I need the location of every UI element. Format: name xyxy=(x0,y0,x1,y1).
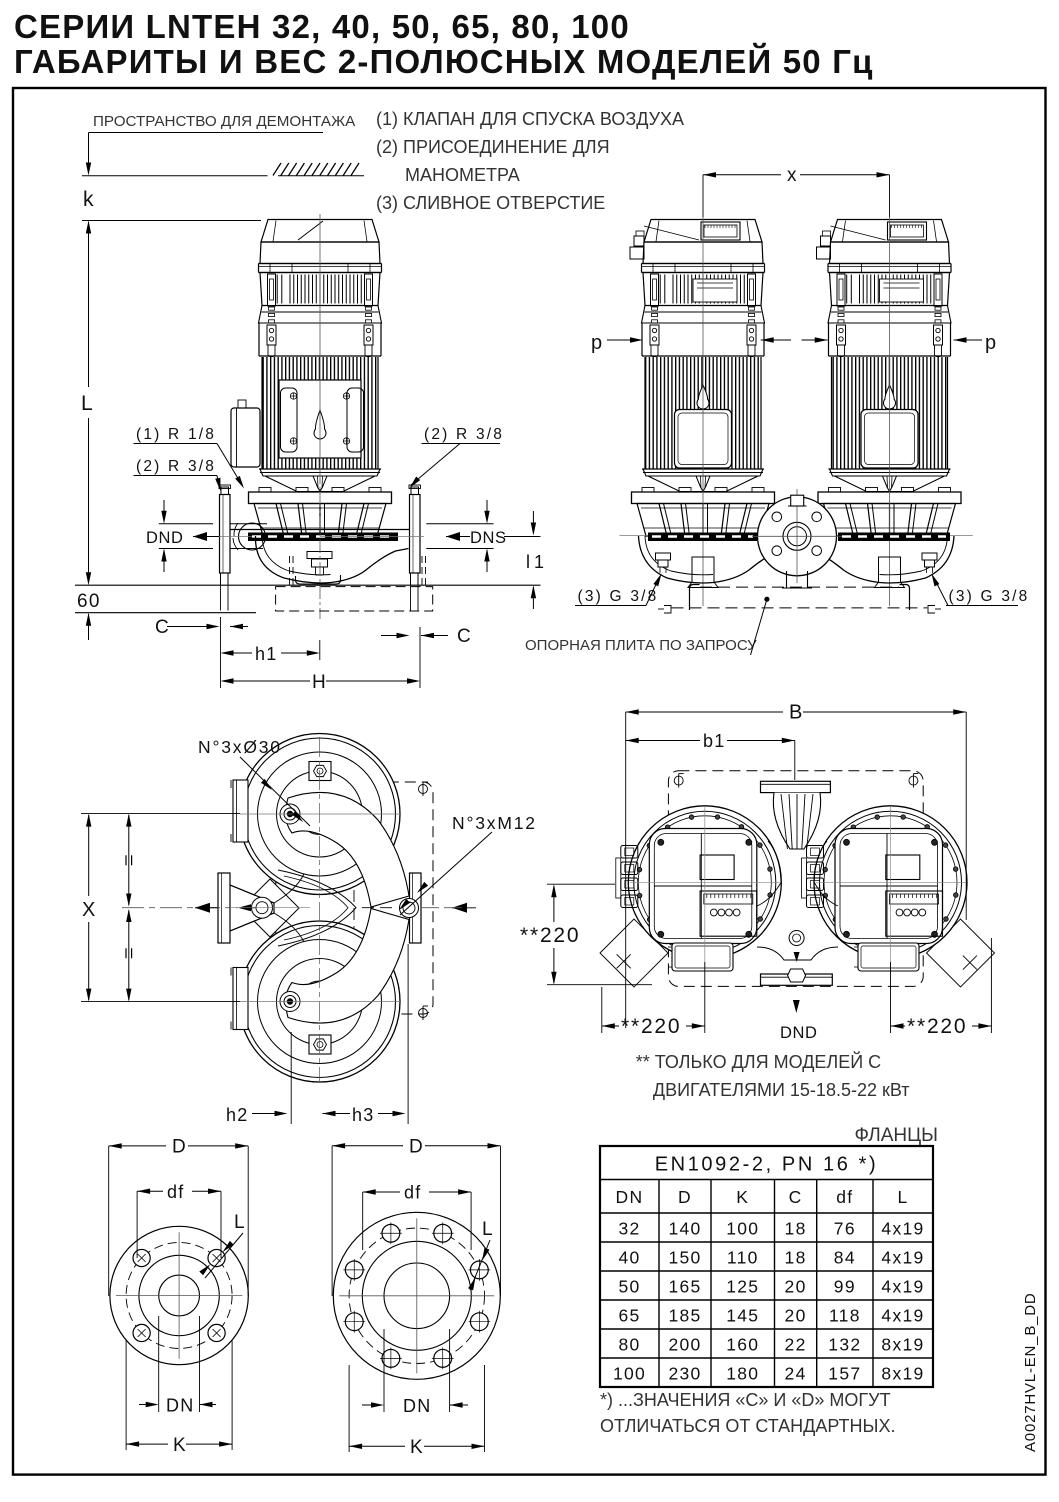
svg-text:20: 20 xyxy=(785,1277,807,1297)
svg-text:p: p xyxy=(591,332,603,354)
svg-text:ДВИГАТЕЛЯМИ 15-18.5-22 кВт: ДВИГАТЕЛЯМИ 15-18.5-22 кВт xyxy=(653,1080,910,1100)
svg-text:B: B xyxy=(789,702,804,724)
svg-text:**220: **220 xyxy=(907,1015,967,1038)
svg-text:20: 20 xyxy=(785,1306,807,1326)
svg-text:84: 84 xyxy=(834,1248,856,1268)
svg-text:x: x xyxy=(787,165,798,186)
svg-text:118: 118 xyxy=(829,1306,861,1326)
svg-text:24: 24 xyxy=(785,1364,807,1384)
svg-text:150: 150 xyxy=(668,1248,701,1268)
svg-text:p: p xyxy=(985,332,997,354)
svg-text:h2: h2 xyxy=(226,1105,249,1125)
svg-text:df: df xyxy=(836,1187,853,1207)
svg-text:L: L xyxy=(897,1187,908,1207)
svg-text:DN: DN xyxy=(403,1396,432,1416)
svg-text:(3) G 3/8: (3) G 3/8 xyxy=(949,588,1030,605)
svg-text:180: 180 xyxy=(726,1364,759,1384)
svg-text:DNS: DNS xyxy=(470,529,507,547)
svg-text:C: C xyxy=(789,1187,803,1207)
svg-text:**220: **220 xyxy=(621,1015,681,1038)
svg-text:L: L xyxy=(234,1212,246,1233)
svg-text:32: 32 xyxy=(618,1219,640,1239)
svg-text:4x19: 4x19 xyxy=(881,1277,924,1297)
svg-text:K: K xyxy=(736,1187,749,1207)
svg-text:(1) КЛАПАН ДЛЯ СПУСКА ВОЗДУХА: (1) КЛАПАН ДЛЯ СПУСКА ВОЗДУХА xyxy=(376,109,684,129)
svg-text:(2) R 3/8: (2) R 3/8 xyxy=(424,426,504,443)
svg-text:K: K xyxy=(410,1437,424,1458)
svg-text:65: 65 xyxy=(618,1306,640,1326)
svg-text:C: C xyxy=(457,626,472,647)
svg-text:h3: h3 xyxy=(352,1105,375,1125)
svg-text:K: K xyxy=(173,1435,187,1456)
svg-text:(3) G 3/8: (3) G 3/8 xyxy=(578,588,659,605)
svg-text:k: k xyxy=(83,188,95,211)
svg-text:165: 165 xyxy=(668,1277,701,1297)
svg-text:(2) ПРИСОЕДИНЕНИЕ ДЛЯ: (2) ПРИСОЕДИНЕНИЕ ДЛЯ xyxy=(376,137,610,157)
svg-text:X: X xyxy=(82,899,97,921)
svg-text:99: 99 xyxy=(834,1277,856,1297)
svg-text:df: df xyxy=(167,1182,185,1202)
svg-text:132: 132 xyxy=(828,1335,861,1355)
svg-text:4x19: 4x19 xyxy=(881,1248,924,1268)
svg-text:185: 185 xyxy=(668,1306,701,1326)
svg-text:b1: b1 xyxy=(703,731,726,751)
svg-text:80: 80 xyxy=(618,1335,640,1355)
svg-text:ОПОРНАЯ ПЛИТА ПО ЗАПРОСУ: ОПОРНАЯ ПЛИТА ПО ЗАПРОСУ xyxy=(525,637,757,654)
svg-text:D: D xyxy=(409,1137,424,1158)
svg-text:4x19: 4x19 xyxy=(881,1219,924,1239)
svg-text:(2) R 3/8: (2) R 3/8 xyxy=(136,458,216,475)
svg-text:DND: DND xyxy=(780,1024,818,1042)
svg-text:DND: DND xyxy=(146,529,184,547)
svg-text:100: 100 xyxy=(613,1364,646,1384)
svg-text:N°3xM12: N°3xM12 xyxy=(452,813,537,833)
svg-text:МАНОМЕТРА: МАНОМЕТРА xyxy=(405,165,520,185)
svg-text:DN: DN xyxy=(616,1187,644,1207)
svg-text:1: 1 xyxy=(534,552,545,572)
svg-text:18: 18 xyxy=(785,1219,807,1239)
svg-text:DN: DN xyxy=(166,1396,195,1416)
svg-text:200: 200 xyxy=(668,1335,701,1355)
svg-text:8x19: 8x19 xyxy=(881,1364,924,1384)
svg-text:22: 22 xyxy=(785,1335,807,1355)
svg-text:4x19: 4x19 xyxy=(881,1306,924,1326)
svg-text:230: 230 xyxy=(668,1364,701,1384)
svg-text:(1) R 1/8: (1) R 1/8 xyxy=(136,426,216,443)
svg-text:ФЛАНЦЫ: ФЛАНЦЫ xyxy=(854,1125,938,1146)
svg-text:СЕРИИ LNTEH 32, 40, 50, 65, 80: СЕРИИ LNTEH 32, 40, 50, 65, 80, 100 xyxy=(14,8,630,45)
svg-text:145: 145 xyxy=(726,1306,759,1326)
svg-text:N°3xØ30: N°3xØ30 xyxy=(198,737,282,757)
svg-text:D: D xyxy=(678,1187,692,1207)
svg-text:L: L xyxy=(81,392,94,415)
svg-text:**220: **220 xyxy=(520,924,580,947)
svg-text:110: 110 xyxy=(727,1248,759,1268)
svg-text:140: 140 xyxy=(668,1219,701,1239)
svg-text:H: H xyxy=(312,672,327,693)
svg-text:h1: h1 xyxy=(255,644,278,664)
svg-text:C: C xyxy=(155,617,170,638)
svg-text:*) ...ЗНАЧЕНИЯ «С» И «D» МОГУТ: *) ...ЗНАЧЕНИЯ «С» И «D» МОГУТ xyxy=(600,1390,891,1410)
svg-text:50: 50 xyxy=(618,1277,640,1297)
svg-text:(3) СЛИВНОЕ ОТВЕРСТИЕ: (3) СЛИВНОЕ ОТВЕРСТИЕ xyxy=(376,193,605,213)
svg-text:EN1092-2, PN 16 *): EN1092-2, PN 16 *) xyxy=(655,1154,879,1176)
svg-text:40: 40 xyxy=(618,1248,640,1268)
svg-text:l: l xyxy=(526,552,531,572)
svg-text:L: L xyxy=(482,1219,494,1240)
svg-text:100: 100 xyxy=(726,1219,759,1239)
svg-text:160: 160 xyxy=(726,1335,759,1355)
svg-text:A0027HVL-EN_B_DD: A0027HVL-EN_B_DD xyxy=(1022,1292,1039,1452)
svg-text:D: D xyxy=(172,1137,187,1158)
svg-text:76: 76 xyxy=(834,1219,856,1239)
svg-text:60: 60 xyxy=(77,591,101,612)
svg-text:ГАБАРИТЫ И ВЕС 2-ПОЛЮСНЫХ МОДЕ: ГАБАРИТЫ И ВЕС 2-ПОЛЮСНЫХ МОДЕЛЕЙ 50 Гц xyxy=(14,42,874,80)
svg-text:8x19: 8x19 xyxy=(881,1335,924,1355)
svg-text:18: 18 xyxy=(785,1248,807,1268)
svg-text:ОТЛИЧАТЬСЯ ОТ СТАНДАРТНЫХ.: ОТЛИЧАТЬСЯ ОТ СТАНДАРТНЫХ. xyxy=(600,1416,896,1436)
svg-text:125: 125 xyxy=(726,1277,759,1297)
svg-text:157: 157 xyxy=(828,1364,861,1384)
svg-text:** ТОЛЬКО ДЛЯ МОДЕЛЕЙ С: ** ТОЛЬКО ДЛЯ МОДЕЛЕЙ С xyxy=(636,1051,881,1072)
svg-text:ПРОСТРАНСТВО ДЛЯ ДЕМОНТАЖА: ПРОСТРАНСТВО ДЛЯ ДЕМОНТАЖА xyxy=(93,113,356,130)
svg-text:df: df xyxy=(404,1183,422,1203)
